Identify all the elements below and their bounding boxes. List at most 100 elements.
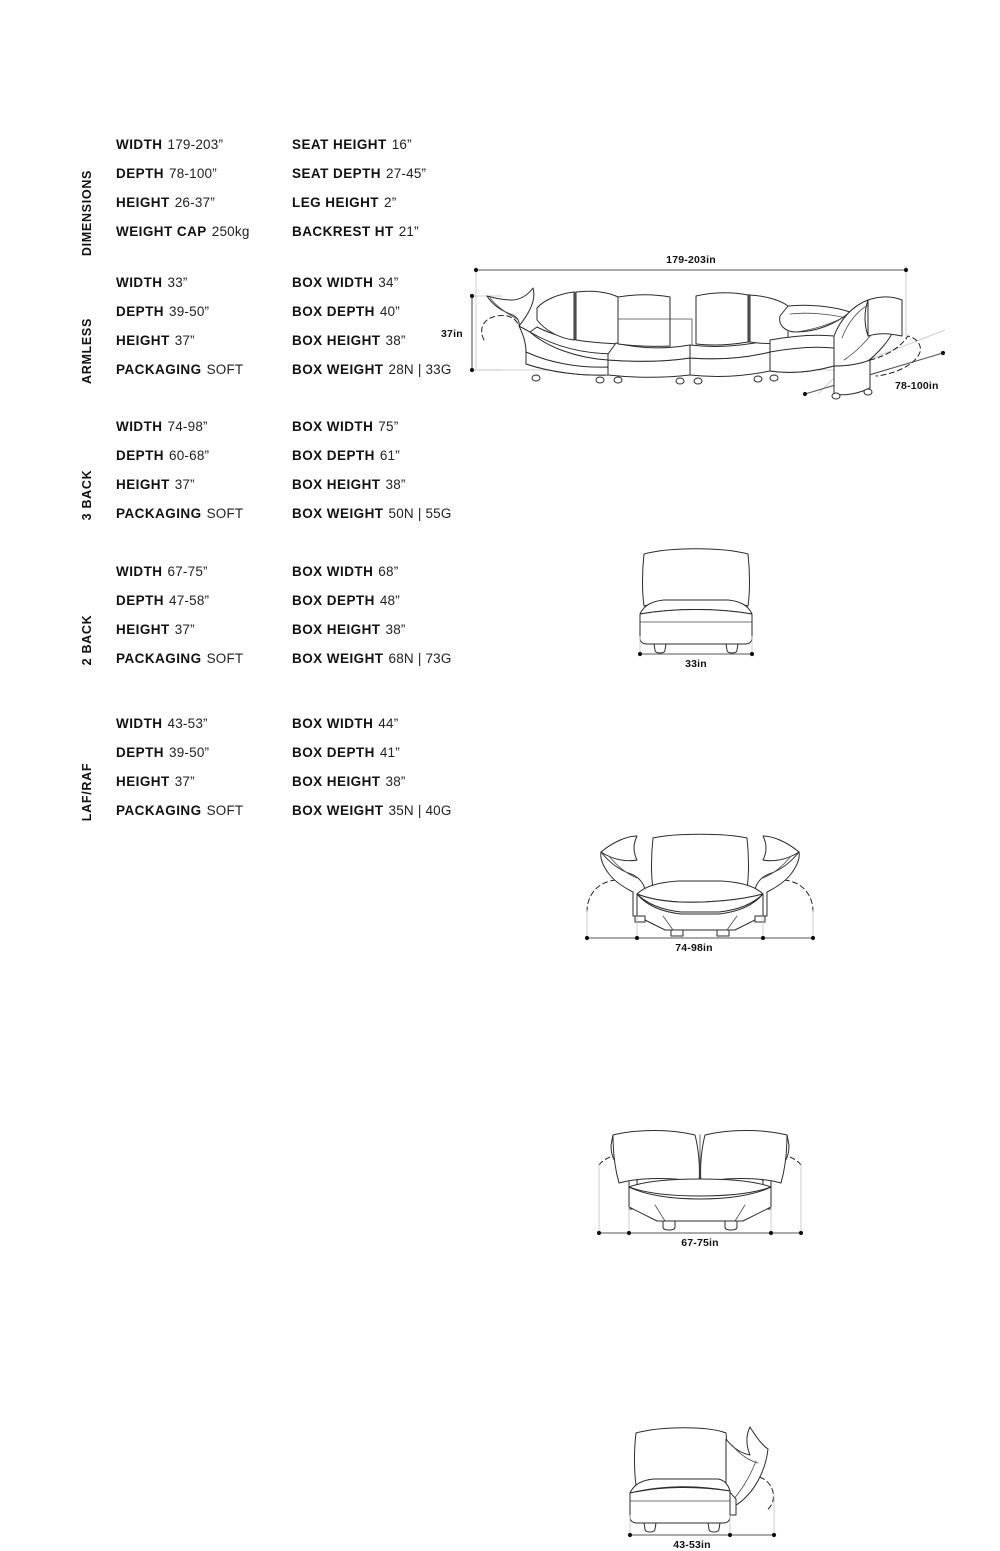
spec-label: BOX DEPTH bbox=[292, 593, 375, 608]
spec-value: 68” bbox=[378, 564, 399, 579]
spec-value: SOFT bbox=[206, 803, 244, 818]
spec-value: 37” bbox=[174, 477, 195, 492]
spec-label: SEAT DEPTH bbox=[292, 166, 382, 181]
section-label-host-three-back: 3 BACK bbox=[74, 420, 100, 570]
spec-label: HEIGHT bbox=[116, 774, 170, 789]
section-label-dimensions: DIMENSIONS bbox=[80, 169, 94, 257]
section-label-laf-raf: LAF/RAF bbox=[80, 762, 94, 822]
spec-label: HEIGHT bbox=[116, 622, 170, 637]
spec-label: WIDTH bbox=[116, 564, 163, 579]
spec-label: BOX DEPTH bbox=[292, 448, 375, 463]
spec-value: 38” bbox=[385, 333, 406, 348]
spec-value: 38” bbox=[385, 774, 406, 789]
spec-label: BOX DEPTH bbox=[292, 304, 375, 319]
spec-item: HEIGHT 37” bbox=[116, 773, 195, 791]
spec-item: HEIGHT 26-37” bbox=[116, 194, 215, 212]
spec-value: 38” bbox=[385, 622, 406, 637]
spec-label: BOX WEIGHT bbox=[292, 651, 384, 666]
spec-label: BOX WEIGHT bbox=[292, 506, 384, 521]
spec-label: BOX WEIGHT bbox=[292, 803, 384, 818]
dim-width-laf-raf: 43-53in bbox=[673, 1539, 711, 1551]
spec-label: SEAT HEIGHT bbox=[292, 137, 387, 152]
spec-label: BOX HEIGHT bbox=[292, 774, 381, 789]
spec-item: BOX WEIGHT 68N | 73G bbox=[292, 650, 452, 668]
spec-value: 33” bbox=[167, 275, 188, 290]
spec-value: 68N | 73G bbox=[388, 651, 452, 666]
spec-label: WEIGHT CAP bbox=[116, 224, 207, 239]
spec-value: 37” bbox=[174, 774, 195, 789]
spec-value: 38” bbox=[385, 477, 406, 492]
spec-label: PACKAGING bbox=[116, 362, 202, 377]
spec-item: BOX HEIGHT 38” bbox=[292, 773, 406, 791]
spec-label: LEG HEIGHT bbox=[292, 195, 380, 210]
spec-value: 179-203” bbox=[167, 137, 224, 152]
spec-item: SEAT DEPTH 27-45” bbox=[292, 165, 426, 183]
spec-value: 250kg bbox=[211, 224, 250, 239]
spec-label: PACKAGING bbox=[116, 506, 202, 521]
drawing-two-back-module: 67-75in bbox=[585, 1113, 815, 1249]
spec-value: SOFT bbox=[206, 506, 244, 521]
spec-item: PACKAGING SOFT bbox=[116, 505, 243, 523]
section-label-armless: ARMLESS bbox=[80, 318, 94, 385]
spec-label: HEIGHT bbox=[116, 477, 170, 492]
spec-value: 2” bbox=[384, 195, 397, 210]
spec-value: 27-45” bbox=[386, 166, 427, 181]
spec-value: 40” bbox=[379, 304, 400, 319]
spec-value: SOFT bbox=[206, 362, 244, 377]
section-label-host-laf-raf: LAF/RAF bbox=[74, 717, 100, 867]
spec-value: 60-68” bbox=[169, 448, 210, 463]
spec-label: HEIGHT bbox=[116, 195, 170, 210]
spec-value: 37” bbox=[174, 333, 195, 348]
section-label-host-armless: ARMLESS bbox=[74, 276, 100, 426]
spec-value: 61” bbox=[379, 448, 400, 463]
spec-value: 37” bbox=[174, 622, 195, 637]
spec-item: WIDTH 179-203” bbox=[116, 136, 223, 154]
spec-value: SOFT bbox=[206, 651, 244, 666]
spec-value: 78-100” bbox=[169, 166, 217, 181]
section-label-three-back: 3 BACK bbox=[80, 469, 94, 521]
spec-item: WEIGHT CAP 250kg bbox=[116, 223, 250, 241]
spec-value: 26-37” bbox=[174, 195, 215, 210]
drawing-armless-module: 33in bbox=[618, 536, 788, 670]
spec-item: PACKAGING SOFT bbox=[116, 361, 243, 379]
spec-value: 39-50” bbox=[169, 304, 210, 319]
spec-label: WIDTH bbox=[116, 716, 163, 731]
spec-label: BOX WIDTH bbox=[292, 419, 374, 434]
spec-label: WIDTH bbox=[116, 137, 163, 152]
spec-label: BOX HEIGHT bbox=[292, 622, 381, 637]
spec-label: DEPTH bbox=[116, 593, 165, 608]
